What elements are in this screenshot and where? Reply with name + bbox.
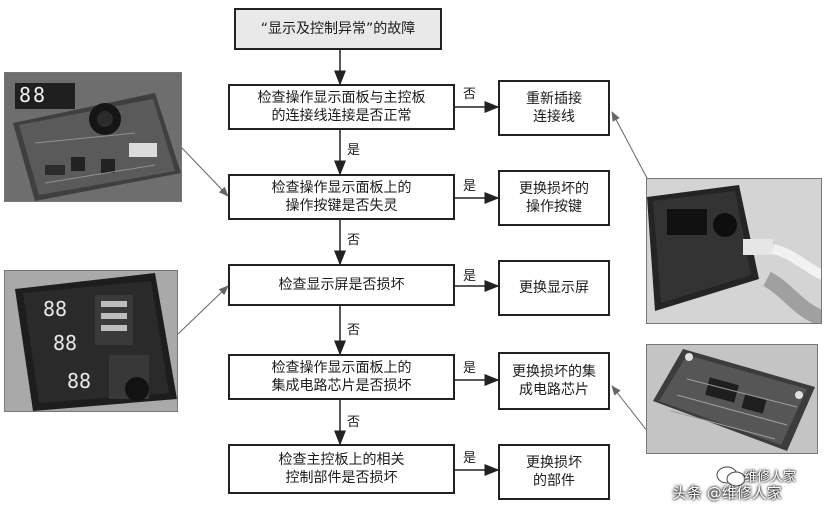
wechat-icon: [716, 466, 746, 487]
check-box-keys: 检查操作显示面板上的 操作按键是否失灵: [228, 174, 455, 220]
action-text-replace-chip: 更换损坏的集 成电路芯片: [512, 364, 596, 398]
photo-panel-connector: [646, 178, 822, 324]
pcb-illustration: [5, 73, 181, 201]
check-box-connection: 检查操作显示面板与主控板 的连接线连接是否正常: [228, 84, 455, 130]
check-text-mainboard: 检查主控板上的相关 控制部件是否损坏: [278, 452, 405, 486]
down-label-1: 是: [347, 143, 361, 158]
check-box-chip: 检查操作显示面板上的 集成电路芯片是否损坏: [228, 354, 455, 400]
lcd-illustration: [5, 271, 177, 411]
connector-illustration: [647, 179, 821, 323]
lcd-digits-2: 88: [53, 331, 78, 355]
photo-control-panel-pcb: 88: [4, 72, 182, 202]
action-text-replace-keys: 更换损坏的 操作按键: [519, 181, 589, 215]
pcb-display-digits: 88: [19, 83, 48, 107]
check-box-screen: 检查显示屏是否损坏: [228, 264, 455, 306]
down-label-4: 否: [347, 415, 361, 430]
action-box-replace-parts: 更换损坏 的部件: [498, 444, 610, 500]
action-text-replace-parts: 更换损坏 的部件: [526, 455, 582, 489]
pointer-photo4: [611, 385, 649, 433]
lcd-digits-1: 88: [43, 297, 68, 321]
pointer-photo1: [181, 147, 229, 197]
branch-label-4: 是: [463, 361, 477, 376]
action-box-reconnect: 重新插接 连接线: [498, 80, 610, 136]
action-box-replace-chip: 更换损坏的集 成电路芯片: [498, 352, 610, 410]
title-text: “显示及控制异常”的故障: [260, 21, 416, 37]
action-box-replace-screen: 更换显示屏: [498, 260, 610, 316]
check-text-connection: 检查操作显示面板与主控板 的连接线连接是否正常: [257, 90, 426, 124]
check-text-screen: 检查显示屏是否损坏: [278, 277, 405, 293]
check-text-keys: 检查操作显示面板上的 操作按键是否失灵: [271, 180, 412, 214]
down-label-2: 否: [347, 233, 361, 248]
pointer-photo2: [177, 285, 229, 335]
action-text-reconnect: 重新插接 连接线: [526, 91, 582, 125]
down-label-3: 否: [347, 323, 361, 338]
pointer-photo3: [611, 111, 649, 181]
title-box: “显示及控制异常”的故障: [234, 8, 442, 50]
ic-board-illustration: [647, 345, 817, 453]
action-box-replace-keys: 更换损坏的 操作按键: [498, 170, 610, 226]
photo-lcd-display: 88 88 88: [4, 270, 178, 412]
check-box-mainboard: 检查主控板上的相关 控制部件是否损坏: [228, 444, 455, 494]
watermark-text: 头条 @维修人家: [672, 484, 782, 502]
lcd-digits-3: 88: [67, 369, 92, 393]
check-text-chip: 检查操作显示面板上的 集成电路芯片是否损坏: [271, 360, 412, 394]
action-text-replace-screen: 更换显示屏: [519, 280, 589, 296]
branch-label-2: 是: [463, 179, 477, 194]
photo-ic-board: [646, 344, 818, 454]
branch-label-3: 是: [463, 269, 477, 284]
watermark-small-text: 维修人家: [744, 470, 797, 485]
branch-label-5: 是: [463, 451, 477, 466]
branch-label-1: 否: [463, 87, 477, 102]
